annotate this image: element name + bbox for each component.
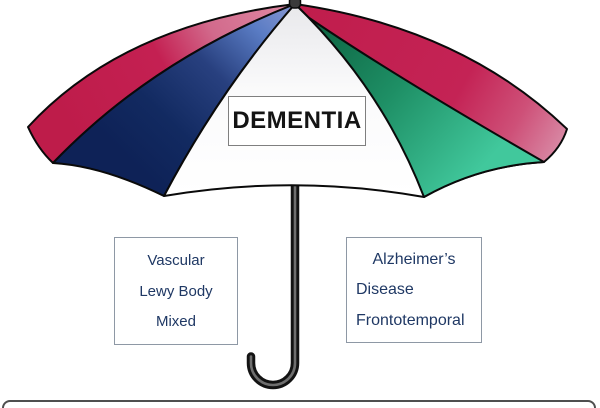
right-subtypes-box: Alzheimer’s Disease Frontotemporal [346,237,482,343]
subtype-alzheimers: Alzheimer’s [372,250,456,268]
dementia-label: DEMENTIA [232,107,362,134]
umbrella-handle [246,179,300,390]
subtype-mixed: Mixed [155,313,196,331]
dementia-label-box: DEMENTIA [228,96,366,146]
subtype-frontotemporal: Frontotemporal [356,311,465,329]
subtype-vascular: Vascular [147,251,205,269]
umbrella-tip-nub [288,0,302,9]
subtype-lewy-body: Lewy Body [139,282,213,300]
subtype-disease: Disease [356,281,414,298]
left-subtypes-box: Vascular Lewy Body Mixed [114,237,238,345]
bottom-panel-box [2,400,596,408]
